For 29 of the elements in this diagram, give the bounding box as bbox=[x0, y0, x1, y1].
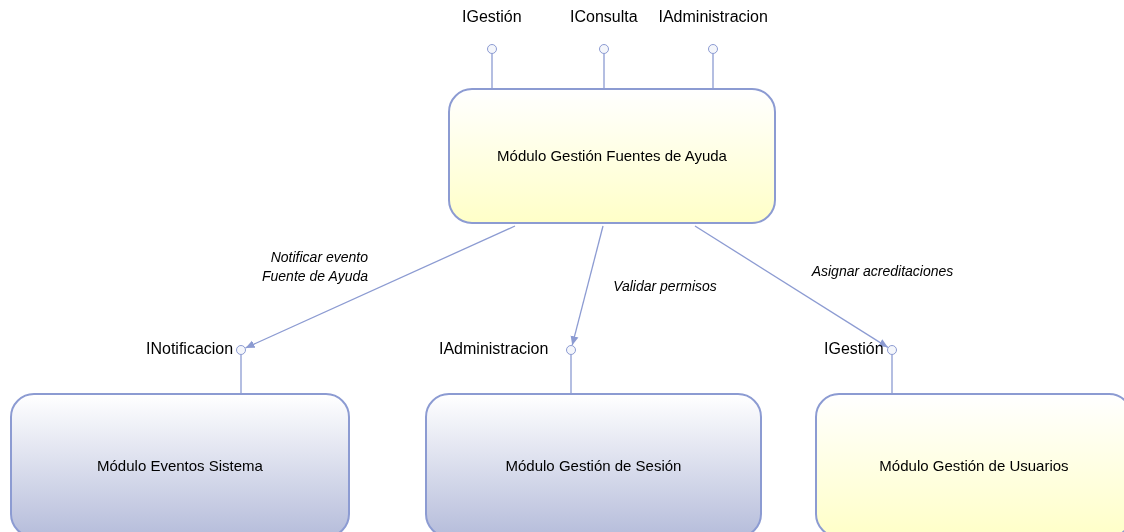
interface-label: IConsulta bbox=[570, 8, 638, 26]
module-label: Módulo Eventos Sistema bbox=[96, 455, 264, 476]
interface-label: IAdministracion bbox=[658, 8, 768, 26]
connector-line bbox=[891, 354, 893, 394]
interface-circle bbox=[566, 345, 576, 355]
module-box bbox=[10, 393, 350, 532]
module-label: Módulo Gestión Fuentes de Ayuda bbox=[496, 146, 728, 166]
interface-label: IGestión bbox=[824, 340, 884, 358]
interface-circle bbox=[236, 345, 246, 355]
interface-circle bbox=[487, 44, 497, 54]
arrow bbox=[694, 225, 889, 348]
arrow bbox=[244, 225, 516, 349]
interface-circle bbox=[599, 44, 609, 54]
interface-label: IAdministracion bbox=[439, 340, 549, 358]
connector-line bbox=[240, 354, 242, 394]
connector-line bbox=[570, 354, 572, 394]
connector-line bbox=[491, 53, 493, 89]
module-label: Módulo Gestión de Usuarios bbox=[878, 455, 1070, 476]
module-box bbox=[425, 393, 762, 532]
arrow bbox=[570, 225, 604, 346]
connector-line bbox=[603, 53, 605, 89]
module-label: Módulo Gestión de Sesión bbox=[504, 455, 683, 476]
module-box bbox=[448, 88, 776, 224]
interface-label: INotificacion bbox=[146, 340, 234, 358]
connector-line bbox=[712, 53, 714, 89]
interface-label: IGestión bbox=[462, 8, 522, 26]
module-box bbox=[815, 393, 1124, 532]
interface-circle bbox=[887, 345, 897, 355]
interface-circle bbox=[708, 44, 718, 54]
